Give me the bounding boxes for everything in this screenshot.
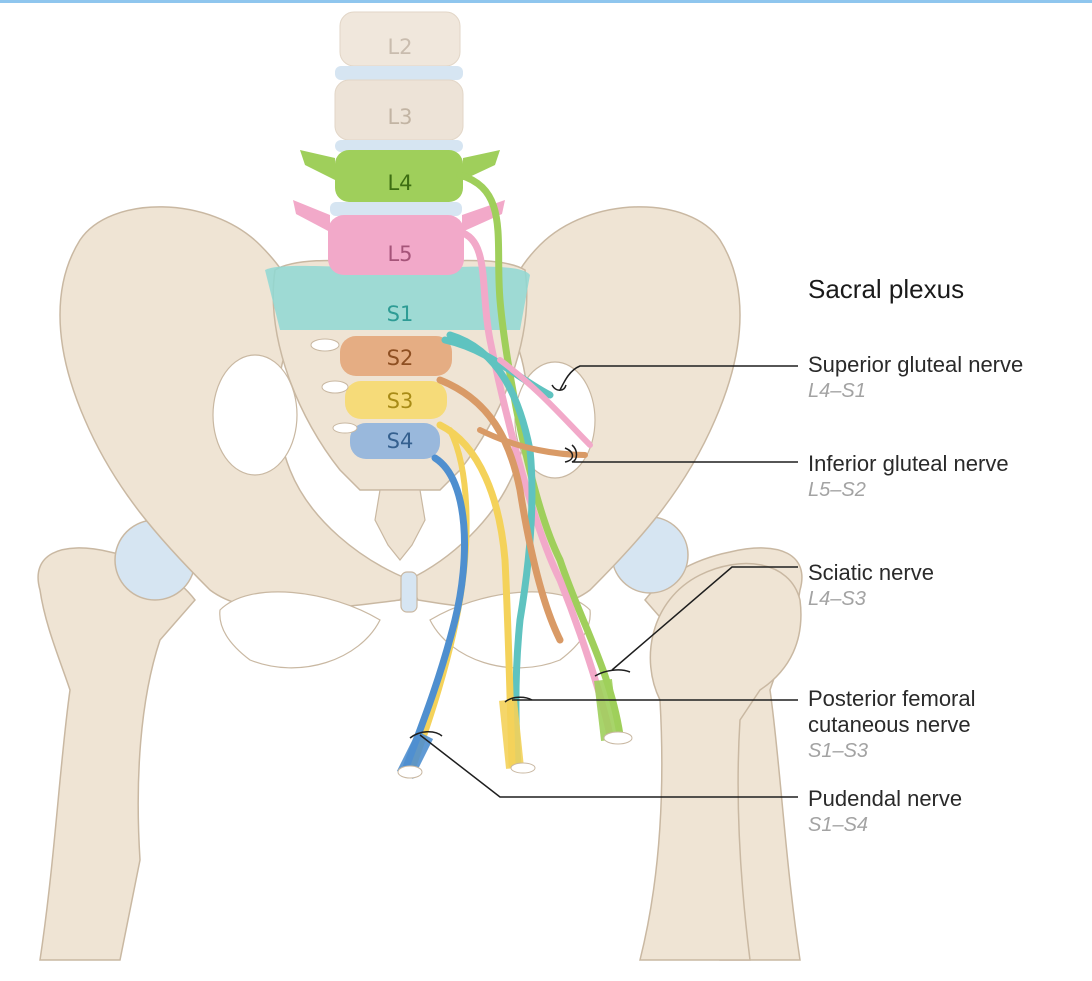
coccyx: [375, 490, 425, 560]
right-femur: [38, 520, 195, 960]
pubic-symphysis: [401, 572, 417, 612]
nerve-roots: S1–S4: [808, 812, 962, 838]
nerve-roots: L5–S2: [808, 477, 1009, 503]
label-sciatic-nerve: Sciatic nerve L4–S3: [808, 560, 934, 612]
label-inferior-gluteal-nerve: Inferior gluteal nerve L5–S2: [808, 451, 1009, 503]
vertebra-label-S1: S1: [387, 302, 414, 326]
nerve-roots: L4–S1: [808, 378, 1023, 404]
nerve-roots: S1–S3: [808, 738, 976, 764]
nerve-name: Superior gluteal nerve: [808, 352, 1023, 378]
left-femur: [612, 517, 802, 960]
vertebra-label-S3: S3: [387, 389, 414, 413]
nerve-name: Pudendal nerve: [808, 786, 962, 812]
nerve-name-line2: cutaneous nerve: [808, 712, 976, 738]
vertebra-label-L3: L3: [387, 105, 412, 129]
vertebra-label-S2: S2: [387, 346, 414, 370]
vertebra-label-L2: L2: [387, 35, 412, 59]
label-superior-gluteal-nerve: Superior gluteal nerve L4–S1: [808, 352, 1023, 404]
label-posterior-femoral-cutaneous-nerve: Posterior femoral cutaneous nerve S1–S3: [808, 686, 976, 764]
vertebra-label-S4: S4: [387, 429, 414, 453]
nerve-name: Sciatic nerve: [808, 560, 934, 586]
nerve-roots: L4–S3: [808, 586, 934, 612]
label-pudendal-nerve: Pudendal nerve S1–S4: [808, 786, 962, 838]
nerve-name: Inferior gluteal nerve: [808, 451, 1009, 477]
vertebra-label-L5: L5: [387, 242, 412, 266]
vertebra-label-L4: L4: [387, 171, 412, 195]
figure-title: Sacral plexus: [808, 274, 964, 305]
nerve-name-line1: Posterior femoral: [808, 686, 976, 712]
